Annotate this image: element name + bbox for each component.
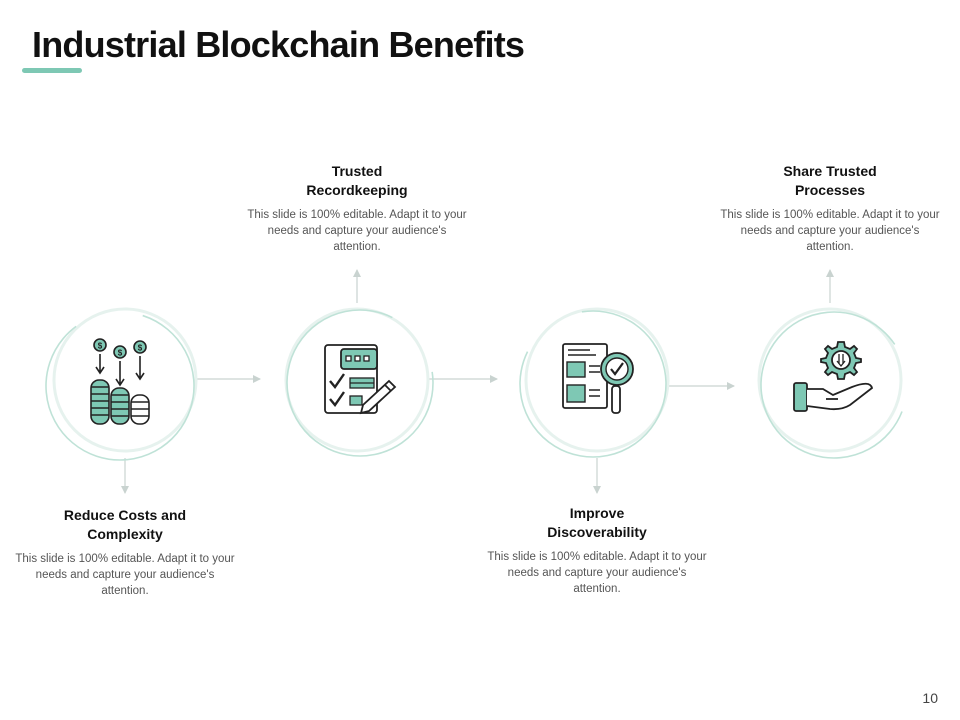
svg-text:$: $ [98, 342, 103, 351]
coin-stack-icon [90, 379, 150, 425]
step-description: This slide is 100% editable. Adapt it to… [720, 209, 940, 253]
step-title: Reduce Costs and Complexity [63, 507, 187, 542]
hand-gear-icon [793, 341, 874, 412]
checklist-document-icon [324, 344, 397, 415]
step-circle-4 [757, 307, 908, 459]
step-description: This slide is 100% editable. Adapt it to… [15, 553, 235, 597]
step-label-3: Improve Discoverability This slide is 10… [487, 504, 707, 597]
svg-text:$: $ [138, 344, 143, 353]
checkmark-icon [329, 391, 345, 407]
magnifier-icon [600, 352, 634, 414]
step-title: Trusted Recordkeeping [306, 163, 408, 198]
step-description: This slide is 100% editable. Adapt it to… [487, 551, 707, 595]
step-circle-1 [45, 307, 198, 461]
checkmark-icon [329, 373, 345, 389]
step-title: Share Trusted Processes [783, 163, 877, 198]
step-label-1: Reduce Costs and Complexity This slide i… [15, 506, 235, 599]
hand-icon [793, 382, 874, 412]
slide-title: Industrial Blockchain Benefits [32, 24, 525, 65]
gear-icon [820, 341, 862, 380]
step-label-4: Share Trusted Processes This slide is 10… [720, 162, 940, 255]
step-title: Improve Discoverability [547, 505, 647, 540]
title-underline [22, 68, 82, 73]
svg-text:$: $ [118, 349, 123, 358]
step-description: This slide is 100% editable. Adapt it to… [247, 209, 467, 253]
page-number: 10 [922, 690, 938, 706]
down-arrow-icon [95, 354, 145, 387]
coins-stack-icon: $ $ $ [90, 338, 150, 425]
step-label-2: Trusted Recordkeeping This slide is 100%… [247, 162, 467, 255]
dollar-coin-icon: $ $ $ [93, 338, 147, 359]
document-search-icon [562, 343, 634, 414]
pencil-icon [359, 379, 397, 415]
